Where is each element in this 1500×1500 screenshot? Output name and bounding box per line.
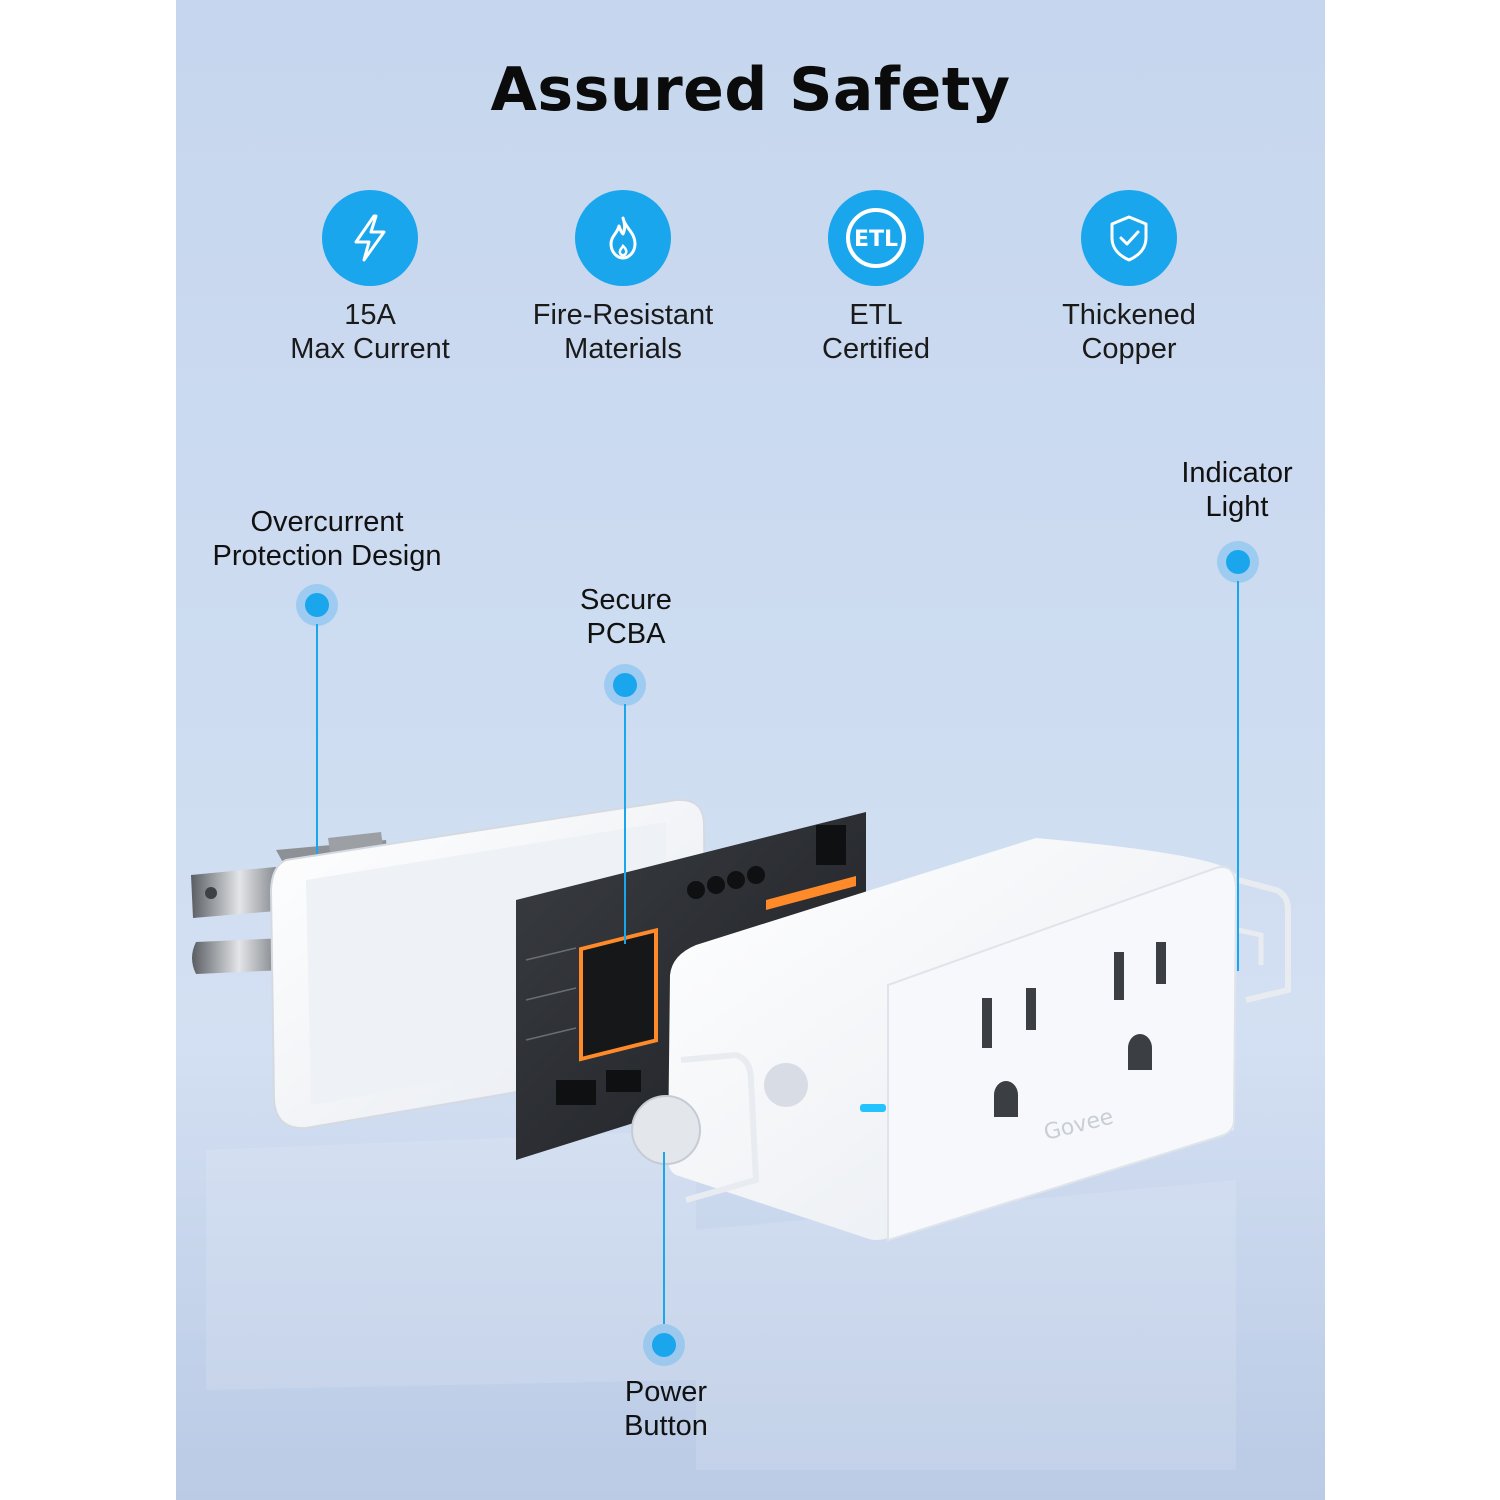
page-title: Assured Safety [490, 55, 1011, 125]
feature-fire-resistant: Fire-Resistant Materials [503, 190, 743, 366]
callout-line2: PCBA [586, 618, 666, 650]
indicator-led [860, 1104, 886, 1112]
lightning-icon [322, 190, 418, 286]
exploded-plug-illustration: Govee [176, 798, 1325, 1500]
outlet-sockets [982, 942, 1166, 1117]
feature-line2: Max Current [290, 333, 450, 365]
callout-overcurrent: Overcurrent Protection Design [182, 505, 472, 573]
flame-icon [575, 190, 671, 286]
callout-line2: Light [1205, 491, 1269, 523]
feature-line2: Copper [1081, 333, 1177, 365]
feature-line1: Fire-Resistant [532, 299, 714, 331]
leader-line-power [663, 1152, 665, 1324]
shield-check-icon [1081, 190, 1177, 286]
callout-line1: Overcurrent [250, 506, 404, 538]
leader-line-pcba [624, 704, 626, 944]
leader-line-indicator [1237, 581, 1239, 971]
feature-max-current: 15A Max Current [250, 190, 490, 366]
callout-power: Power Button [581, 1375, 751, 1443]
callout-line2: Protection Design [212, 540, 442, 572]
callout-line1: Secure [580, 584, 672, 616]
svg-text:ETL: ETL [854, 227, 898, 252]
leader-line-overcurrent [316, 624, 318, 854]
power-button [631, 1095, 701, 1165]
callout-pcba: Secure PCBA [536, 583, 716, 651]
etl-listed-icon: ETL [828, 190, 924, 286]
feature-thickened-copper: Thickened Copper [1009, 190, 1249, 366]
feature-etl-certified: ETL ETL Certified [756, 190, 996, 366]
callout-line2: Button [624, 1410, 708, 1442]
feature-line2: Materials [564, 333, 682, 365]
callout-indicator: Indicator Light [1166, 456, 1308, 524]
callout-line1: Power [624, 1376, 708, 1408]
callout-line1: Indicator [1181, 457, 1293, 489]
callout-marker-overcurrent [296, 584, 338, 626]
feature-line1: 15A [344, 299, 396, 331]
outlet-body: Govee [631, 838, 1291, 1242]
product-panel: Assured Safety 15A Max Current Fire-Resi… [176, 0, 1325, 1500]
callout-marker-pcba [604, 664, 646, 706]
feature-line2: Certified [822, 333, 930, 365]
feature-line1: ETL [849, 299, 903, 331]
callout-marker-power [643, 1324, 685, 1366]
callout-marker-indicator [1217, 541, 1259, 583]
feature-line1: Thickened [1062, 299, 1196, 331]
